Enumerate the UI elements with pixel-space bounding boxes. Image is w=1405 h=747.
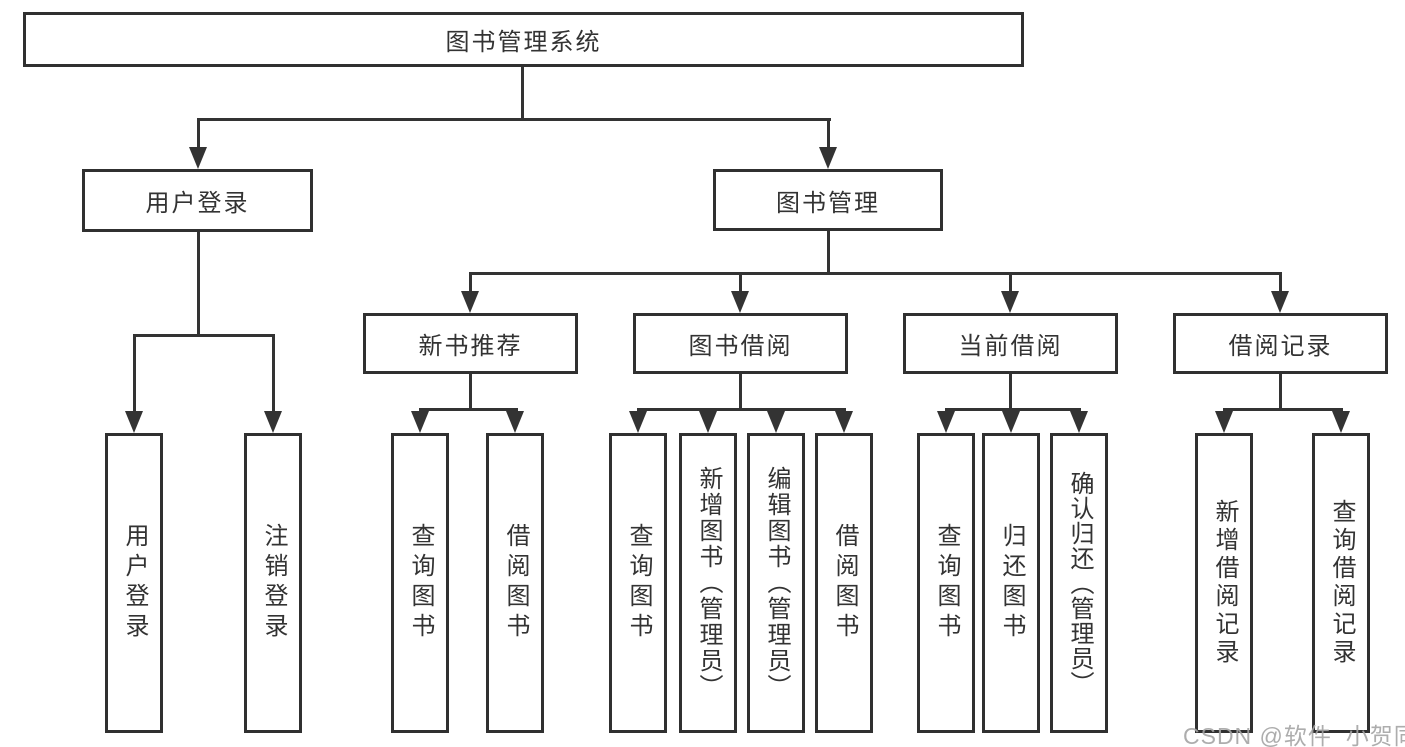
node-leaf-confirm-return-admin: 确认归还（管理员） xyxy=(1050,433,1108,733)
connector-drop-user-login xyxy=(197,118,200,150)
connector-drop-book-borrow xyxy=(739,272,742,292)
connector-current-borrow-bar xyxy=(945,408,1081,411)
arrow-down-icon xyxy=(461,291,479,313)
node-new-book-recommend: 新书推荐 xyxy=(363,313,578,374)
node-leaf-logout-label: 注销登录 xyxy=(260,523,287,643)
node-borrow-record-label: 借阅记录 xyxy=(1228,333,1333,360)
arrow-down-icon xyxy=(411,411,429,433)
node-book-mgmt: 图书管理 xyxy=(713,169,943,231)
watermark-text: CSDN @软件_小贺同学 xyxy=(1183,723,1405,747)
node-user-login: 用户登录 xyxy=(82,169,313,232)
connector-drop-new-book-recommend xyxy=(469,272,472,292)
node-current-borrow: 当前借阅 xyxy=(903,313,1118,374)
arrow-down-icon xyxy=(629,411,647,433)
node-root: 图书管理系统 xyxy=(23,12,1024,67)
node-new-book-recommend-label: 新书推荐 xyxy=(418,333,523,360)
connector-drop-current-borrow xyxy=(1009,272,1012,292)
connector-root-stub xyxy=(521,67,524,118)
node-leaf-query-book-2: 查询图书 xyxy=(609,433,667,733)
node-leaf-borrow-book-1: 借阅图书 xyxy=(486,433,544,733)
connector-book-borrow-bar xyxy=(637,408,846,411)
arrow-down-icon xyxy=(125,411,143,433)
node-leaf-query-book-3-label: 查询图书 xyxy=(933,523,960,643)
node-leaf-return-book: 归还图书 xyxy=(982,433,1040,733)
node-leaf-confirm-return-admin-label: 确认归还（管理员） xyxy=(1066,470,1093,696)
connector-drop-borrow-record xyxy=(1279,272,1282,292)
node-leaf-logout: 注销登录 xyxy=(244,433,302,733)
connector-book-mgmt-stub xyxy=(827,231,830,272)
connector-new-book-recommend-bar xyxy=(419,408,518,411)
arrow-down-icon xyxy=(835,411,853,433)
connector-book-borrow-stub xyxy=(739,374,742,408)
arrow-down-icon xyxy=(189,147,207,169)
connector-user-login-stub xyxy=(197,232,200,334)
connector-user-login-bar xyxy=(133,334,275,337)
connector-borrow-record-bar xyxy=(1223,408,1343,411)
node-leaf-query-book-3: 查询图书 xyxy=(917,433,975,733)
connector-drop-leaf-user-login xyxy=(133,334,136,413)
node-leaf-borrow-book-2: 借阅图书 xyxy=(815,433,873,733)
arrow-down-icon xyxy=(264,411,282,433)
connector-new-book-recommend-stub xyxy=(469,374,472,408)
connector-borrow-record-stub xyxy=(1279,374,1282,408)
node-leaf-edit-book-admin: 编辑图书（管理员） xyxy=(747,433,805,733)
connector-drop-book-mgmt xyxy=(827,118,830,150)
node-book-borrow: 图书借阅 xyxy=(633,313,848,374)
arrow-down-icon xyxy=(937,411,955,433)
node-leaf-query-book-1-label: 查询图书 xyxy=(407,523,434,643)
connector-drop-leaf-logout xyxy=(272,334,275,413)
node-leaf-query-borrow-record-label: 查询借阅记录 xyxy=(1328,499,1355,667)
node-leaf-query-book-2-label: 查询图书 xyxy=(625,523,652,643)
node-root-label: 图书管理系统 xyxy=(445,29,602,56)
arrow-down-icon xyxy=(767,411,785,433)
connector-current-borrow-stub xyxy=(1009,374,1012,408)
arrow-down-icon xyxy=(506,411,524,433)
node-leaf-add-borrow-record-label: 新增借阅记录 xyxy=(1211,499,1238,667)
arrow-down-icon xyxy=(1002,411,1020,433)
node-leaf-user-login-label: 用户登录 xyxy=(121,523,148,643)
node-leaf-borrow-book-2-label: 借阅图书 xyxy=(831,523,858,643)
arrow-down-icon xyxy=(1070,411,1088,433)
node-leaf-edit-book-admin-label: 编辑图书（管理员） xyxy=(763,466,790,700)
connector-level2-bar xyxy=(197,118,831,121)
node-leaf-return-book-label: 归还图书 xyxy=(998,523,1025,643)
node-leaf-add-book-admin: 新增图书（管理员） xyxy=(679,433,737,733)
arrow-down-icon xyxy=(731,291,749,313)
arrow-down-icon xyxy=(1001,291,1019,313)
arrow-down-icon xyxy=(1332,411,1350,433)
connector-level3-bar xyxy=(469,272,1282,275)
arrow-down-icon xyxy=(1271,291,1289,313)
node-book-borrow-label: 图书借阅 xyxy=(688,333,793,360)
node-borrow-record: 借阅记录 xyxy=(1173,313,1388,374)
node-user-login-label: 用户登录 xyxy=(145,190,250,217)
node-current-borrow-label: 当前借阅 xyxy=(958,333,1063,360)
node-leaf-add-book-admin-label: 新增图书（管理员） xyxy=(695,466,722,700)
node-leaf-query-book-1: 查询图书 xyxy=(391,433,449,733)
arrow-down-icon xyxy=(819,147,837,169)
node-leaf-add-borrow-record: 新增借阅记录 xyxy=(1195,433,1253,733)
node-leaf-user-login: 用户登录 xyxy=(105,433,163,733)
node-leaf-borrow-book-1-label: 借阅图书 xyxy=(502,523,529,643)
node-leaf-query-borrow-record: 查询借阅记录 xyxy=(1312,433,1370,733)
arrow-down-icon xyxy=(1215,411,1233,433)
node-book-mgmt-label: 图书管理 xyxy=(776,189,880,217)
arrow-down-icon xyxy=(699,411,717,433)
